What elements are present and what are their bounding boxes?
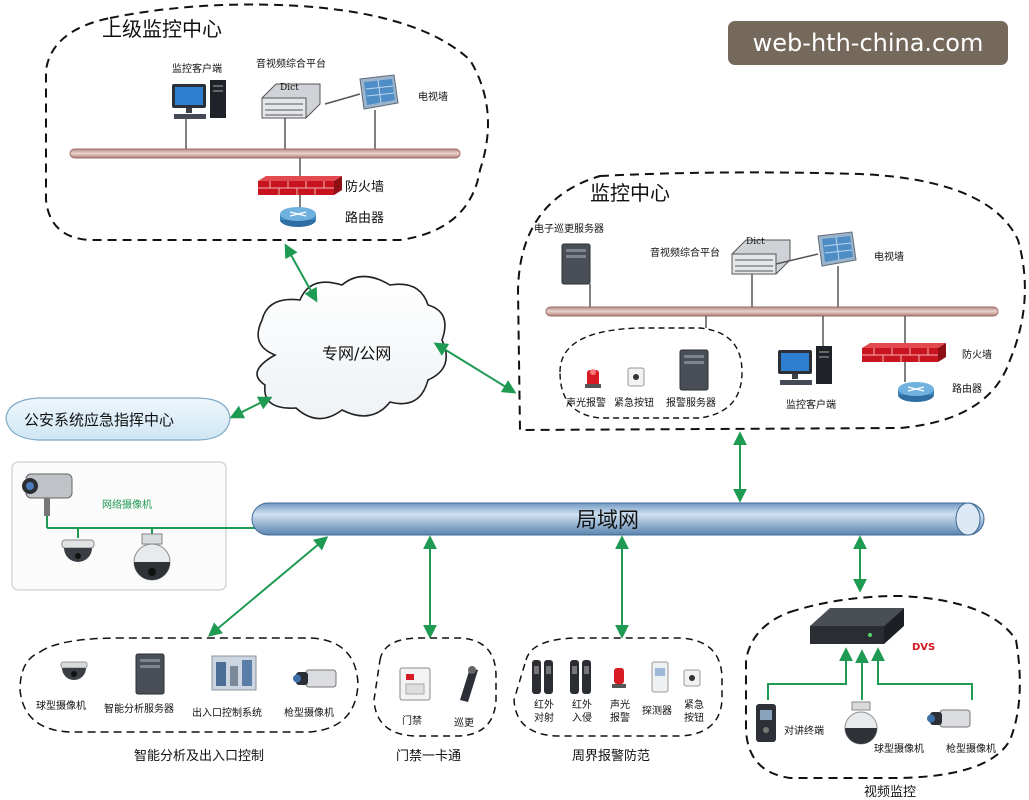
bullet-camera-icon [292, 669, 337, 688]
router-icon [897, 381, 935, 403]
per-siren-line1: 声光 [610, 698, 630, 711]
access-card-group: 门禁 巡更 门禁一卡通 [373, 637, 497, 764]
firewall-icon [861, 342, 947, 363]
local-center-title: 监控中心 [590, 181, 670, 205]
ir2-line2: 入侵 [572, 712, 592, 724]
smart-group-title: 智能分析及出入口控制 [134, 749, 264, 764]
emergency-button-icon [683, 669, 701, 687]
lan-label: 局域网 [576, 508, 639, 532]
police-command-center: 公安系统应急指挥中心 [5, 397, 231, 441]
patrol-server-label: 电子巡更服务器 [534, 222, 604, 235]
access-door-label: 门禁 [402, 714, 422, 727]
computer-icon [778, 346, 832, 385]
ipcam-label: 网络摄像机 [102, 498, 152, 511]
entry-system-icon [211, 655, 257, 691]
video-wall-icon [817, 231, 857, 267]
per-siren-line2: 报警 [610, 711, 630, 724]
dvs-label: DVS [912, 642, 935, 653]
local-monitoring-center: 监控中心 电子巡更服务器 音视频综合平台 Dict 电视墙 声光报警 [516, 171, 1026, 432]
bullet-camera-icon [926, 709, 971, 728]
cloud-label: 专网/公网 [322, 344, 391, 363]
local-center-boundary [516, 171, 1026, 432]
smart-dome-label: 球型摄像机 [36, 699, 86, 712]
dome-camera-icon [60, 661, 88, 681]
local-platform-label: 音视频综合平台 [650, 246, 720, 259]
smart-analysis-group: 球型摄像机 智能分析服务器 出入口控制系统 枪型摄像机 智能分析及出入口控制 [19, 637, 359, 764]
video-dome-label: 球型摄像机 [874, 742, 924, 755]
access-patrol-label: 巡更 [454, 717, 474, 729]
upper-platform-label: 音视频综合平台 [256, 57, 326, 70]
speed-dome-camera-icon [844, 701, 878, 745]
link-police-cloud [229, 396, 273, 419]
bullet-camera-icon [22, 473, 73, 516]
lan-backbone: 局域网 [251, 502, 985, 536]
dvs-links [767, 647, 973, 700]
local-tvwall-label: 电视墙 [874, 250, 904, 263]
network-camera-group: 网络摄像机 [11, 461, 258, 591]
upper-backbone-bus [69, 148, 461, 159]
upper-firewall-label: 防火墙 [345, 179, 384, 195]
per-button-line1: 紧急 [684, 698, 704, 711]
siren-icon [585, 369, 601, 388]
video-bullet-label: 枪型摄像机 [946, 742, 996, 755]
smart-entry-label: 出入口控制系统 [192, 706, 262, 719]
alarm-subsystem: 声光报警 紧急按钮 报警服务器 [559, 327, 743, 419]
detector-icon [651, 661, 669, 693]
emergency-button-icon [627, 367, 645, 387]
infrared-intrusion-icon [570, 660, 591, 694]
local-siren-label: 声光报警 [566, 396, 606, 409]
computer-icon [172, 80, 226, 119]
intercom-terminal-icon [756, 704, 776, 742]
patrol-stick-icon [460, 666, 478, 702]
video-wall-icon [359, 74, 399, 110]
speed-dome-camera-icon [133, 533, 171, 581]
per-button-line2: 按钮 [684, 711, 704, 724]
local-router-label: 路由器 [952, 382, 982, 395]
ir1-line2: 对射 [534, 711, 554, 724]
perimeter-group-title: 周界报警防范 [572, 748, 650, 764]
firewall-icon [257, 175, 343, 196]
local-client-label: 监控客户端 [786, 398, 836, 411]
police-label: 公安系统应急指挥中心 [24, 411, 174, 429]
ir2-line1: 红外 [572, 698, 592, 711]
ir1-line1: 红外 [534, 698, 554, 711]
door-reader-icon [399, 667, 431, 701]
upper-router-label: 路由器 [345, 210, 384, 226]
video-group-title: 视频监控 [864, 785, 916, 800]
local-dict-label: Dict [746, 237, 765, 247]
upper-center-title: 上级监控中心 [102, 17, 222, 41]
siren-icon [612, 668, 626, 688]
access-group-title: 门禁一卡通 [396, 749, 461, 764]
upper-client-label: 监控客户端 [172, 62, 222, 75]
video-surveillance-group: DVS 对讲终端 球型摄像机 枪型摄像机 视频监控 [745, 594, 1021, 800]
local-firewall-label: 防火墙 [962, 348, 992, 361]
upper-tvwall-label: 电视墙 [418, 90, 448, 103]
smart-bullet-label: 枪型摄像机 [284, 706, 334, 719]
link-upper-cloud [284, 243, 318, 303]
dvs-device-icon [810, 608, 904, 644]
router-icon [279, 206, 317, 228]
per-detector-label: 探测器 [642, 704, 672, 717]
perimeter-alarm-group: 红外 对射 红外 入侵 声光 报警 探测器 紧急 按钮 周界报警防范 [513, 637, 723, 764]
private-public-network-cloud: 专网/公网 [256, 275, 447, 420]
video-intercom-label: 对讲终端 [784, 724, 824, 737]
upper-center-boundary [45, 3, 489, 241]
upper-monitoring-center: 上级监控中心 监控客户端 音视频综合平台 Dict 电视墙 防火墙 路由器 [45, 3, 489, 241]
watermark-badge: web-hth-china.com [728, 21, 1008, 65]
dome-camera-icon [61, 539, 95, 562]
alarm-server-label: 报警服务器 [666, 396, 716, 409]
link-lan-smart [207, 536, 329, 637]
analysis-server-icon [135, 653, 165, 695]
network-links [207, 243, 867, 639]
patrol-server-icon [561, 243, 591, 285]
alarm-server-icon [679, 349, 709, 391]
infrared-beam-icon [532, 660, 553, 694]
smart-server-label: 智能分析服务器 [104, 702, 174, 715]
upper-dict-label: Dict [280, 83, 299, 93]
local-backbone-bus [545, 306, 999, 317]
local-button-label: 紧急按钮 [614, 396, 654, 409]
link-cloud-local [433, 342, 517, 394]
